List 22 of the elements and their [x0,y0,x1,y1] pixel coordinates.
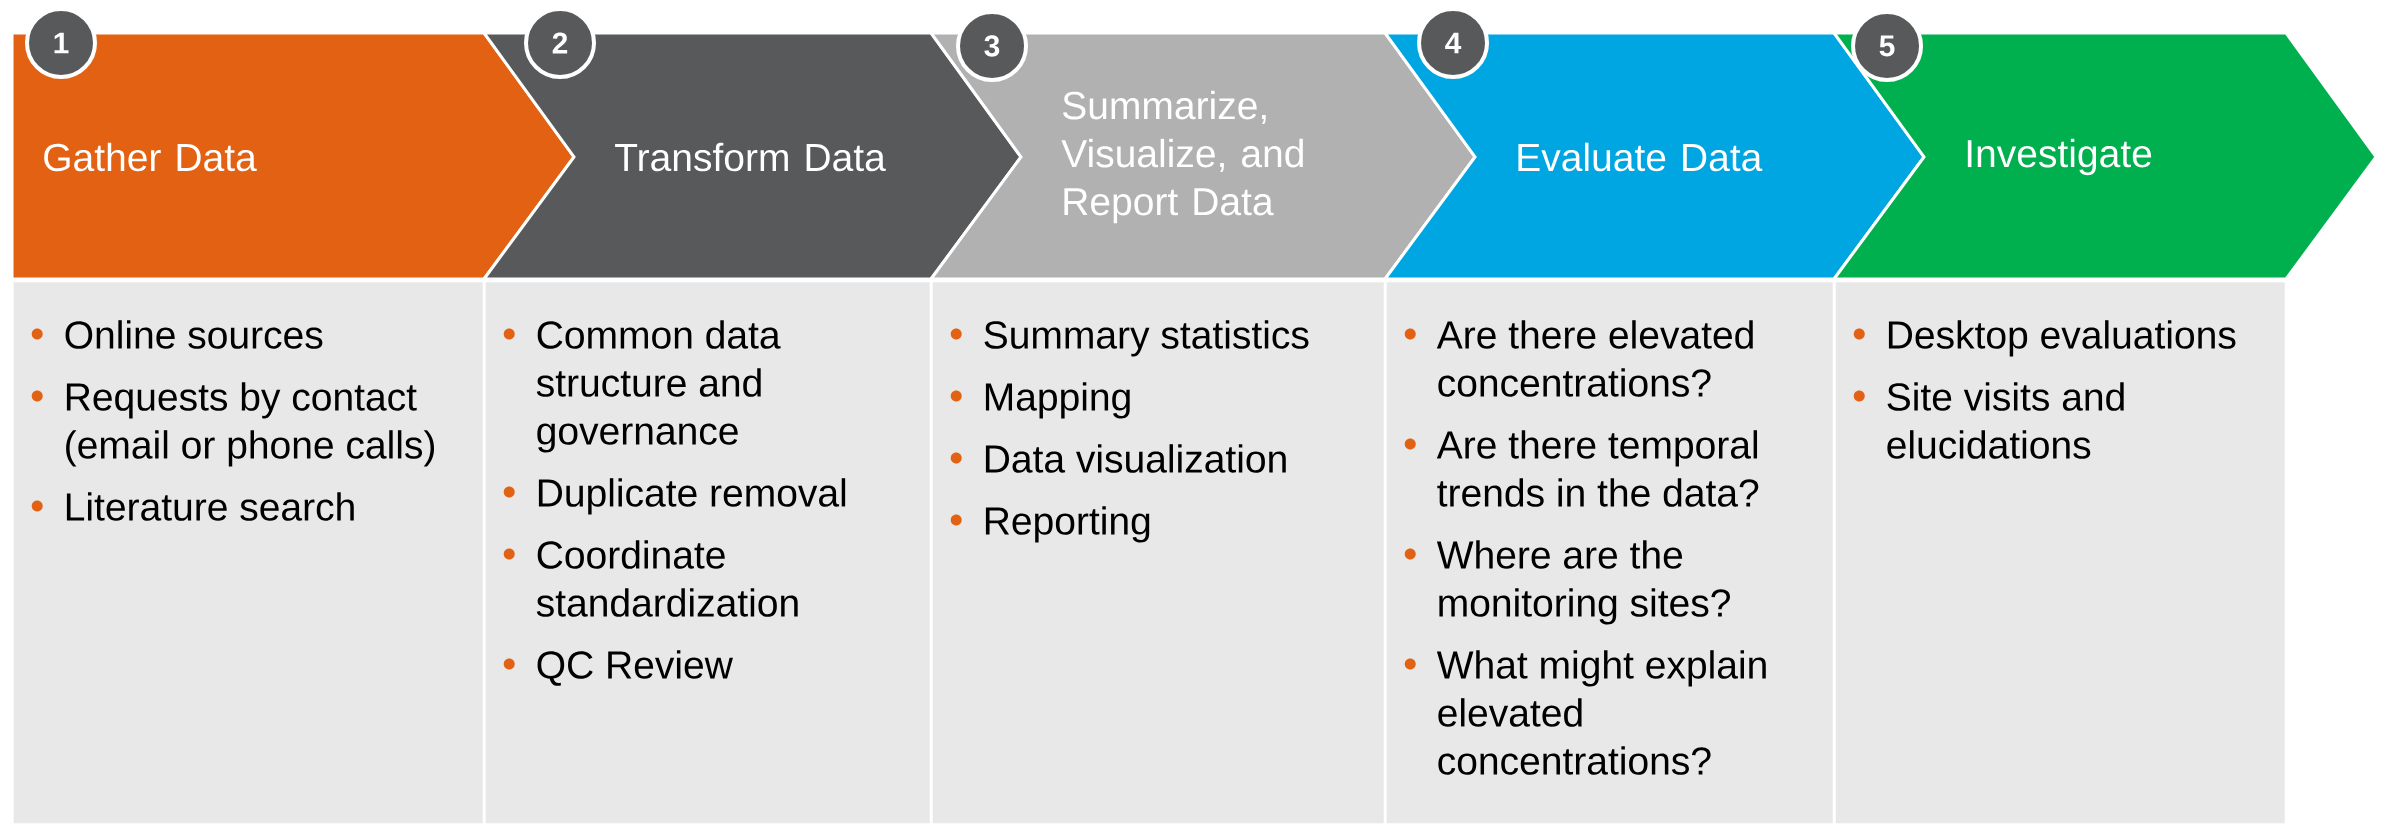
panel [1386,282,1833,824]
bullet-item: Where are the monitoring sites? [1404,540,1730,625]
panel [1835,282,2285,824]
bullet-item: What might explain elevated concentrations? [1404,650,1766,775]
bullet-item: Literature search [31,492,354,521]
bullet-item: Site visits and elucidations [1853,382,2124,459]
bullet-item: QC Review [503,650,733,686]
bullet-item: Online sources [31,320,323,349]
bullet-item: Data visualization [950,444,1286,473]
bullet-item: Mapping [950,382,1130,419]
bullet-item: Are there elevated concentrations? [1404,320,1753,397]
bullet-item: Summary statistics [950,320,1309,357]
bullet-item: Duplicate removal [503,478,846,515]
bullet-item: Common data structure and governance [503,320,781,453]
panel [485,282,930,824]
bullet-item: Are there temporal trends in the data? [1404,430,1759,507]
bullet-item: Reporting [950,506,1150,543]
panel [13,282,483,824]
panel [932,282,1384,824]
bullet-item: Coordinate standardization [503,540,798,617]
bullet-item: Desktop evaluations [1853,320,2236,357]
bullet-item: Requests by contact (email or phone calls) [31,382,434,467]
